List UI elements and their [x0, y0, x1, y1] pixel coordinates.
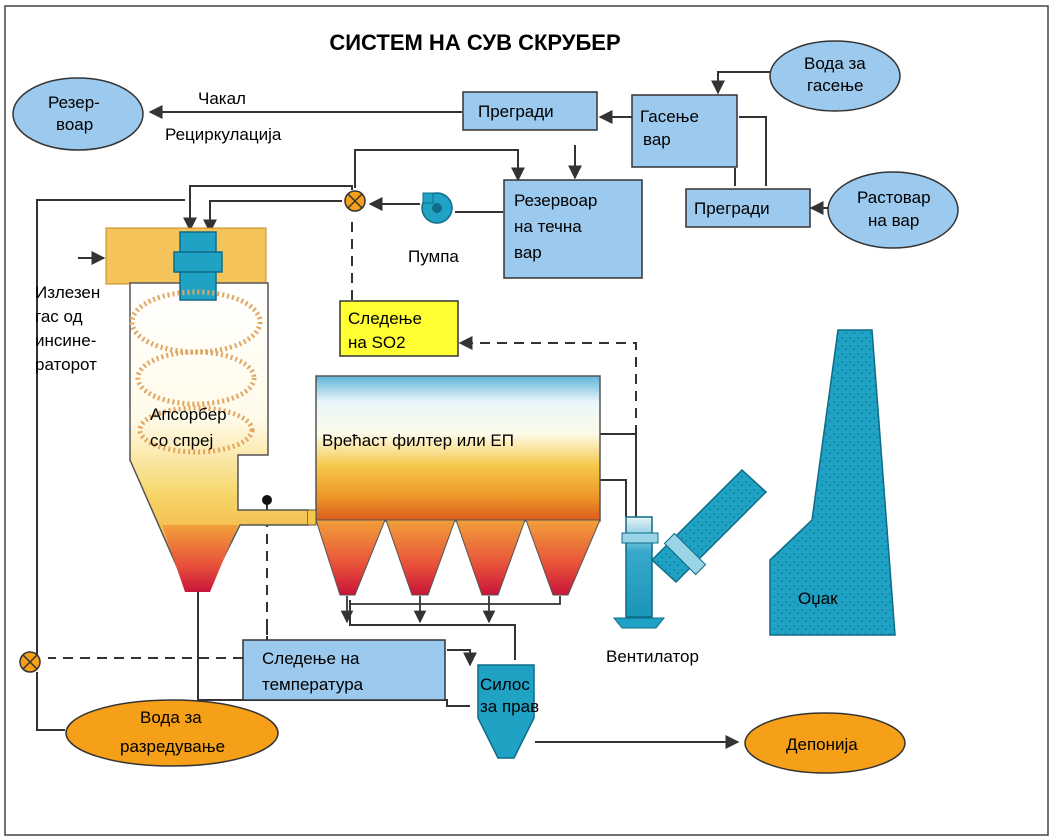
svg-text:Вода за: Вода за — [804, 54, 866, 73]
oval-dilution-water: Вода за разредување — [65, 699, 279, 767]
svg-text:инсине-: инсине- — [35, 331, 96, 350]
label-stack: Оџак — [798, 589, 838, 608]
svg-text:гас од: гас од — [35, 307, 83, 326]
svg-text:разредување: разредување — [120, 737, 225, 756]
svg-text:Прегради: Прегради — [478, 102, 554, 121]
svg-text:Силос: Силос — [480, 675, 530, 694]
hopper-drops — [340, 596, 561, 624]
spray-absorber — [105, 227, 309, 592]
svg-text:раторот: раторот — [35, 355, 97, 374]
box-screens-top: Прегради — [462, 91, 598, 131]
oval-water-quench: Вода за гасење — [769, 40, 901, 112]
svg-text:Апсорбер: Апсорбер — [150, 405, 227, 424]
svg-text:Следење на: Следење на — [262, 649, 360, 668]
label-pump: Пумпа — [408, 247, 459, 266]
svg-text:воар: воар — [56, 115, 93, 134]
stack — [769, 329, 896, 636]
fan — [612, 468, 768, 629]
box-so2-monitor: Следење на SO2 — [339, 300, 459, 357]
label-recirculation: Рециркулација — [165, 125, 282, 144]
svg-text:за прав: за прав — [480, 697, 539, 716]
svg-text:со спреј: со спреј — [150, 431, 213, 450]
svg-text:вар: вар — [643, 130, 671, 149]
svg-text:Резер-: Резер- — [48, 93, 100, 112]
label-silo: Силос за прав — [480, 675, 539, 716]
pump-icon — [421, 192, 453, 224]
label-absorber: Апсорбер со спреј — [150, 405, 227, 450]
svg-text:Резервоар: Резервоар — [514, 191, 597, 210]
oval-landfill: Депонија — [744, 712, 906, 774]
svg-text:на течна: на течна — [514, 217, 582, 236]
box-temp-monitor: Следење на температура — [242, 639, 446, 701]
label-filter: Врећаст филтер или ЕП — [322, 431, 514, 450]
svg-text:Гасење: Гасење — [640, 107, 699, 126]
label-flue-gas: Излезен гас од инсине- раторот — [35, 283, 100, 374]
svg-text:Следење: Следење — [348, 309, 422, 328]
svg-text:вар: вар — [514, 243, 542, 262]
bag-filter — [308, 375, 601, 596]
svg-text:Излезен: Излезен — [35, 283, 100, 302]
svg-text:температура: температура — [262, 675, 364, 694]
valve-icon — [19, 651, 41, 673]
svg-text:на SO2: на SO2 — [348, 333, 406, 352]
dust-silo — [477, 664, 535, 759]
label-fan: Вентилатор — [606, 647, 699, 666]
oval-lime-solution: Растовар на вар — [827, 171, 959, 249]
box-slurry-tank: Резервоар на течна вар — [503, 179, 643, 279]
box-lime-slaking: Гасење вар — [631, 94, 738, 168]
oval-reservoir: Резер- воар — [12, 77, 144, 151]
svg-text:Депонија: Депонија — [786, 735, 858, 754]
page-title: СИСТЕМ НА СУВ СКРУБЕР — [329, 30, 620, 55]
svg-text:гасење: гасење — [807, 76, 864, 95]
svg-text:Растовар: Растовар — [857, 188, 931, 207]
valve-icon — [344, 190, 366, 212]
box-screens-right: Прегради — [685, 188, 811, 228]
svg-text:Прегради: Прегради — [694, 199, 770, 218]
svg-text:на вар: на вар — [868, 211, 919, 230]
svg-text:Вода за: Вода за — [140, 708, 202, 727]
label-grit: Чакал — [198, 89, 246, 108]
